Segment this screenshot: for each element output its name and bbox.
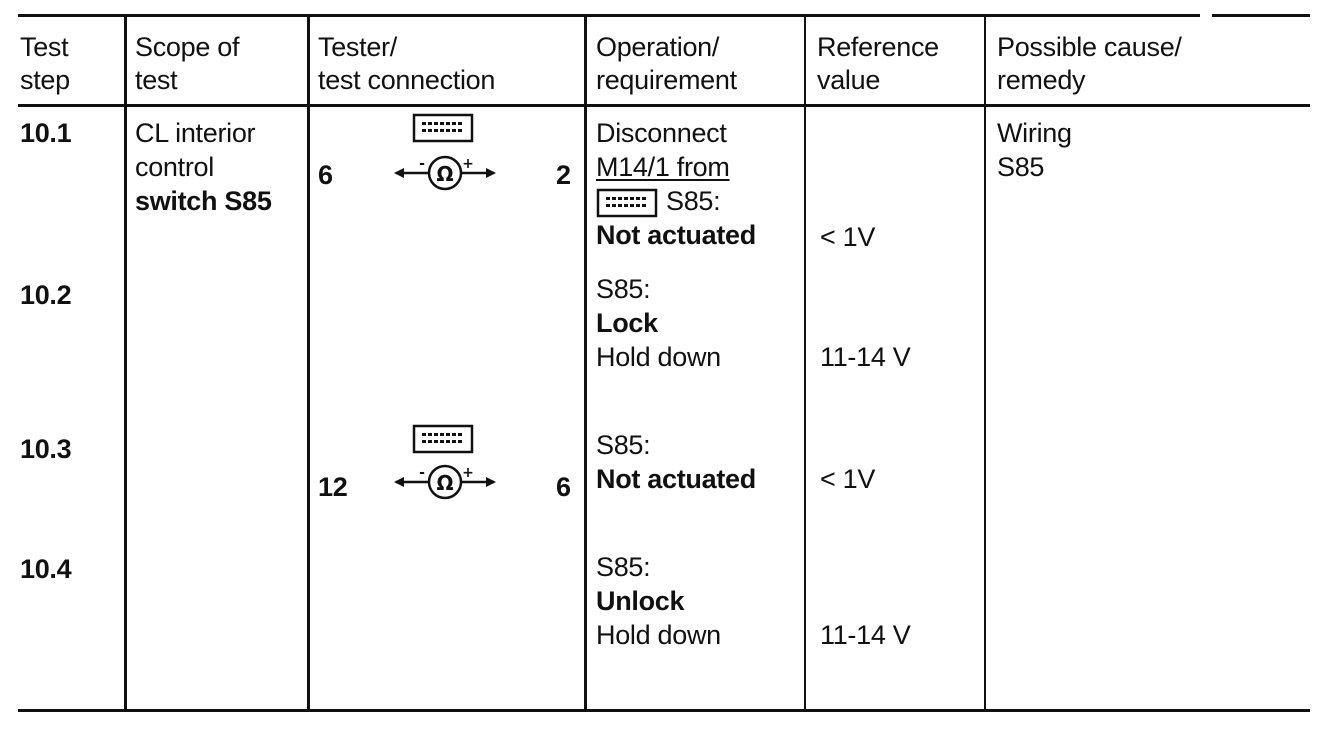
- ref-10-4: 11-14 V: [820, 620, 911, 650]
- step-10-1: 10.1: [20, 118, 72, 148]
- op-10-1-line-4: Not actuated: [596, 220, 756, 250]
- ref-10-2: 11-14 V: [820, 342, 911, 372]
- conn-right-10-1: 2: [556, 160, 571, 190]
- top-rule-right: [1212, 14, 1310, 17]
- header-reference-1: Reference: [817, 32, 939, 62]
- header-test-step-1: Test: [20, 32, 69, 62]
- header-reference-2: value: [817, 65, 881, 95]
- svg-text:Ω: Ω: [436, 162, 453, 186]
- col-divider-5: [984, 14, 986, 711]
- col-divider-4: [804, 14, 806, 711]
- op-10-2-line-3: Hold down: [596, 342, 721, 372]
- test-box-socket-icon: [412, 424, 474, 454]
- svg-text:-: -: [419, 465, 425, 481]
- step-10-2: 10.2: [20, 280, 72, 310]
- op-10-2-line-2: Lock: [596, 308, 658, 338]
- header-operation-2: requirement: [596, 65, 737, 95]
- op-10-1-s85: S85:: [666, 186, 721, 216]
- col-divider-1: [124, 14, 127, 711]
- svg-text:Ω: Ω: [436, 471, 453, 495]
- svg-text:+: +: [462, 156, 474, 172]
- op-10-3-line-1: S85:: [596, 430, 651, 460]
- header-rule: [18, 104, 1310, 107]
- header-cause-2: remedy: [997, 65, 1086, 95]
- op-10-1-line-1: Disconnect: [596, 118, 727, 148]
- scope-line-2: control: [135, 152, 214, 182]
- svg-text:+: +: [462, 465, 474, 481]
- col-divider-3: [584, 14, 587, 711]
- cause-line-2: S85: [997, 152, 1045, 182]
- header-test-step-2: step: [20, 65, 70, 95]
- top-rule: [18, 14, 1200, 17]
- conn-left-10-1: 6: [318, 160, 333, 190]
- conn-right-10-3: 6: [556, 472, 571, 502]
- header-tester-2: test connection: [318, 65, 496, 95]
- test-box-socket-icon: [596, 188, 658, 218]
- ohmmeter-icon: Ω - +: [394, 155, 496, 191]
- op-10-1-line-3: S85:: [596, 184, 721, 218]
- op-10-4-line-1: S85:: [596, 552, 651, 582]
- header-scope-1: Scope of: [135, 32, 240, 62]
- header-tester-1: Tester/: [318, 32, 397, 62]
- col-divider-2: [307, 14, 310, 711]
- op-10-2-line-1: S85:: [596, 274, 651, 304]
- ref-10-1: < 1V: [820, 222, 876, 252]
- step-10-4: 10.4: [20, 554, 72, 584]
- op-10-4-line-2: Unlock: [596, 586, 685, 616]
- svg-text:-: -: [419, 156, 425, 172]
- step-10-3: 10.3: [20, 434, 72, 464]
- header-cause-1: Possible cause/: [997, 32, 1182, 62]
- scope-line-1: CL interior: [135, 118, 256, 148]
- op-10-3-line-2: Not actuated: [596, 464, 756, 494]
- op-10-4-line-3: Hold down: [596, 620, 721, 650]
- header-scope-2: test: [135, 65, 178, 95]
- header-operation-1: Operation/: [596, 32, 720, 62]
- ref-10-3: < 1V: [820, 464, 876, 494]
- conn-left-10-3: 12: [318, 472, 348, 502]
- test-box-socket-icon: [412, 113, 474, 143]
- bottom-rule: [18, 709, 1310, 712]
- cause-line-1: Wiring: [997, 118, 1072, 148]
- op-10-1-line-2: M14/1 from: [596, 152, 730, 182]
- ohmmeter-icon: Ω - +: [394, 464, 496, 500]
- scope-line-3: switch S85: [135, 186, 272, 216]
